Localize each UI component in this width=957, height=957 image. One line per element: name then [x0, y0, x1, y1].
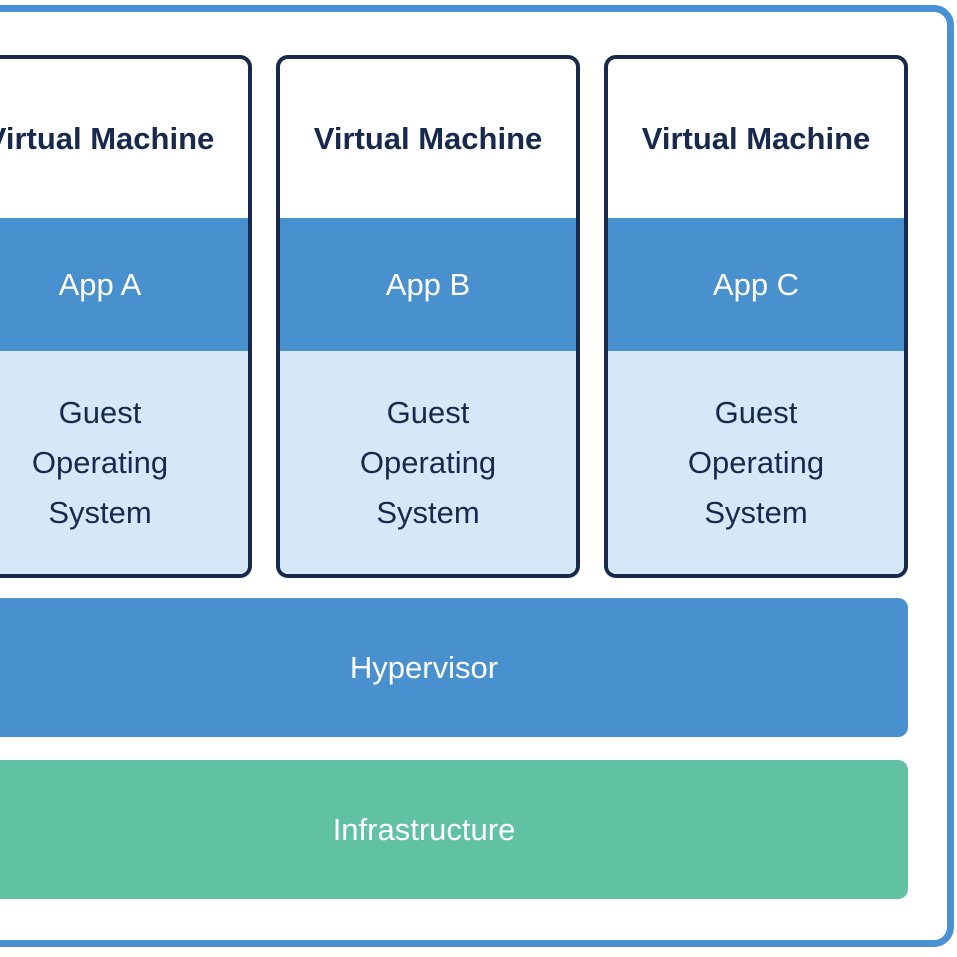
guest-os-line: Operating	[687, 444, 825, 480]
guest-os-line: System	[376, 494, 480, 530]
vm-title: Virtual Machine	[313, 120, 543, 156]
hypervisor-label: Hypervisor	[349, 649, 499, 685]
guest-os-layer: Guest Operating System	[0, 351, 248, 574]
guest-os-layer: Guest Operating System	[280, 351, 576, 574]
guest-os-line: System	[704, 494, 808, 530]
app-layer: App B	[280, 218, 576, 351]
virtual-machine-box-2: Virtual Machine App B Guest Operating Sy…	[276, 55, 580, 578]
app-layer: App A	[0, 218, 248, 351]
hypervisor-layer: Hypervisor	[0, 598, 908, 737]
guest-os-line: Operating	[31, 444, 169, 480]
virtual-machine-box-1: Virtual Machine App A Guest Operating Sy…	[0, 55, 252, 578]
guest-os-line: System	[48, 494, 152, 530]
infrastructure-label: Infrastructure	[332, 811, 516, 847]
guest-os-line: Guest	[386, 394, 470, 430]
app-layer: App C	[608, 218, 904, 351]
vm-title: Virtual Machine	[0, 120, 215, 156]
infrastructure-layer: Infrastructure	[0, 760, 908, 899]
virtual-machine-box-3: Virtual Machine App C Guest Operating Sy…	[604, 55, 908, 578]
vm-title: Virtual Machine	[641, 120, 871, 156]
guest-os-layer: Guest Operating System	[608, 351, 904, 574]
guest-os-line: Operating	[359, 444, 497, 480]
guest-os-line: Guest	[58, 394, 142, 430]
guest-os-line: Guest	[714, 394, 798, 430]
